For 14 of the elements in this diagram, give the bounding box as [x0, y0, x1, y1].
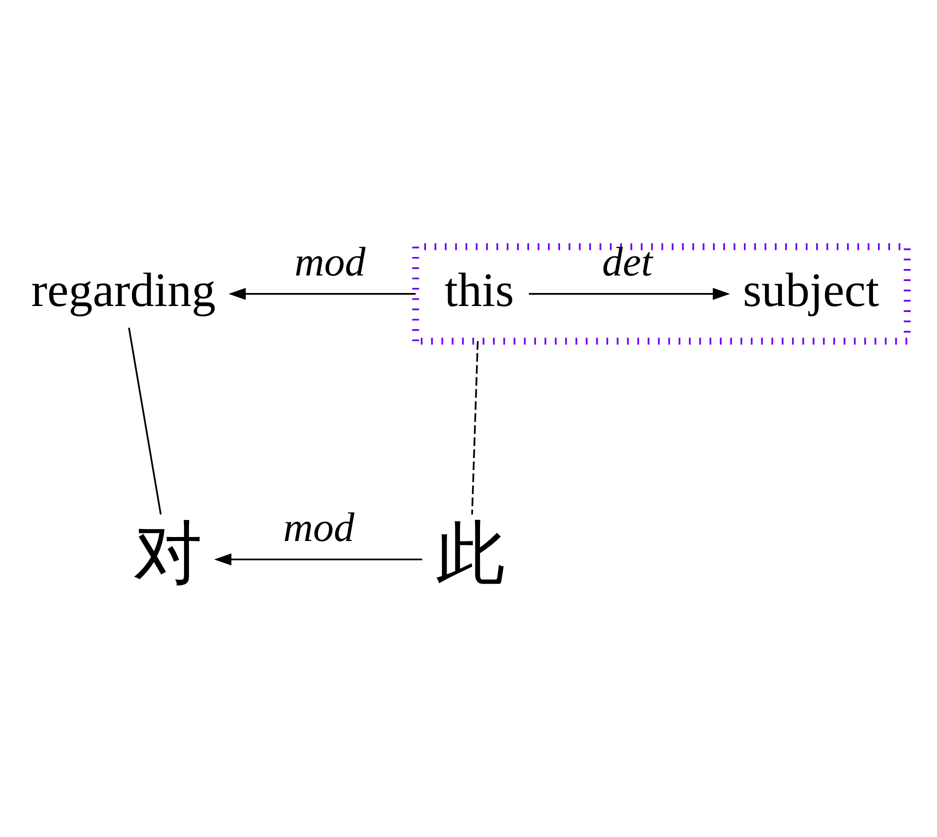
arrow	[528, 288, 730, 300]
arrow	[228, 288, 416, 300]
node-text: 此	[436, 514, 506, 594]
connector	[128, 328, 162, 515]
edge-label: mod	[294, 238, 366, 284]
node-text: this	[444, 264, 514, 317]
edge-label: mod	[283, 504, 354, 550]
edge-label: det	[602, 238, 653, 284]
node-text: subject	[742, 264, 880, 317]
node-text: 对	[134, 514, 203, 594]
cluster	[412, 243, 911, 345]
connector	[471, 341, 479, 514]
node-text: regarding	[31, 264, 216, 317]
arrow	[214, 553, 422, 566]
